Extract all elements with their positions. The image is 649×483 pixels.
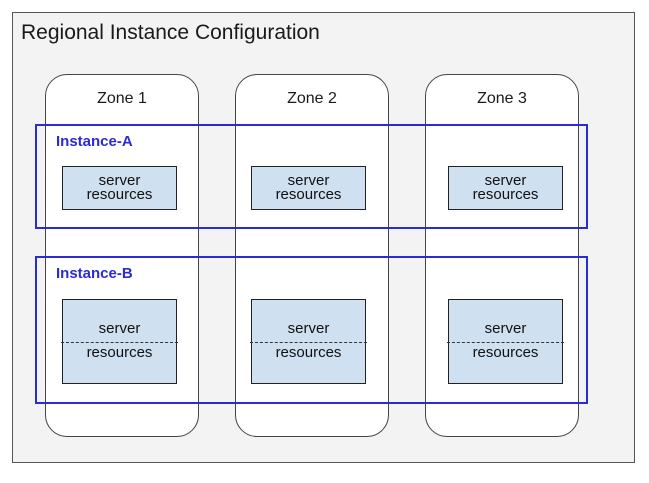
resource-line-2: resources [472,344,539,361]
zone-1-label: Zone 1 [97,90,147,107]
instance-a-label: Instance-A [56,133,133,150]
resource-line-2: resources [86,344,153,361]
resource-line-2: resources [275,186,342,203]
resource-line-2: resources [86,186,153,203]
dashed-divider [447,342,564,343]
instance-b-zone-2-resources: server resources [250,299,367,384]
resource-line-1: server [98,172,141,189]
resource-line-2: resources [275,344,342,361]
resource-line-1: server [287,172,330,189]
instance-a-zone-3-resources: server resources [448,166,563,210]
dashed-divider [61,342,178,343]
instance-a-box [35,124,588,229]
instance-b-label: Instance-B [56,265,133,282]
instance-b-zone-3-resources: server resources [447,299,564,384]
resource-line-2: resources [472,186,539,203]
resource-line-1: server [484,172,527,189]
resource-line-1: server [484,320,527,337]
zone-2-label: Zone 2 [287,90,337,107]
instance-a-zone-2-resources: server resources [251,166,366,210]
resource-line-1: server [98,320,141,337]
instance-b-zone-1-resources: server resources [61,299,178,384]
zone-3-label: Zone 3 [477,90,527,107]
instance-b-box [35,256,588,404]
dashed-divider [250,342,367,343]
resource-line-1: server [287,320,330,337]
region-title: Regional Instance Configuration [21,21,320,44]
instance-a-zone-1-resources: server resources [62,166,177,210]
